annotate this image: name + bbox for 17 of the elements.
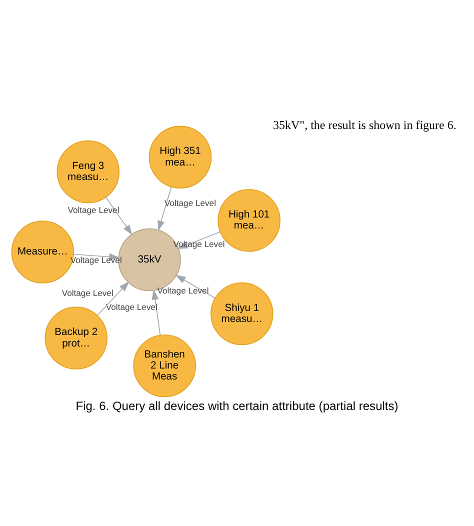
arrow: [152, 288, 161, 336]
edge-label: Voltage Level: [68, 204, 120, 215]
label: 35kV", the result is shown in figure 6.: [272, 118, 456, 132]
arrow: [105, 196, 132, 235]
node-circle: Feng 3 measu…: [56, 140, 120, 203]
arrow: [158, 186, 172, 231]
node-circle: High 351 mea…: [148, 125, 212, 188]
arrow: [96, 280, 130, 316]
caption: Fig. 6. Query all devices with certain attribute (partial results): [76, 398, 398, 412]
node-circle: Banshen 2 Line Meas: [133, 334, 196, 397]
arrow: [175, 274, 216, 298]
edge-label: Voltage Level: [164, 197, 216, 208]
node-circle: Backup 2 prot…: [44, 306, 108, 369]
edge-label: Voltage Level: [157, 285, 209, 296]
edge-label: Voltage Level: [62, 288, 114, 298]
node-circle: Shiyu 1 measu…: [210, 282, 274, 345]
edge-label: Voltage Level: [106, 302, 158, 312]
